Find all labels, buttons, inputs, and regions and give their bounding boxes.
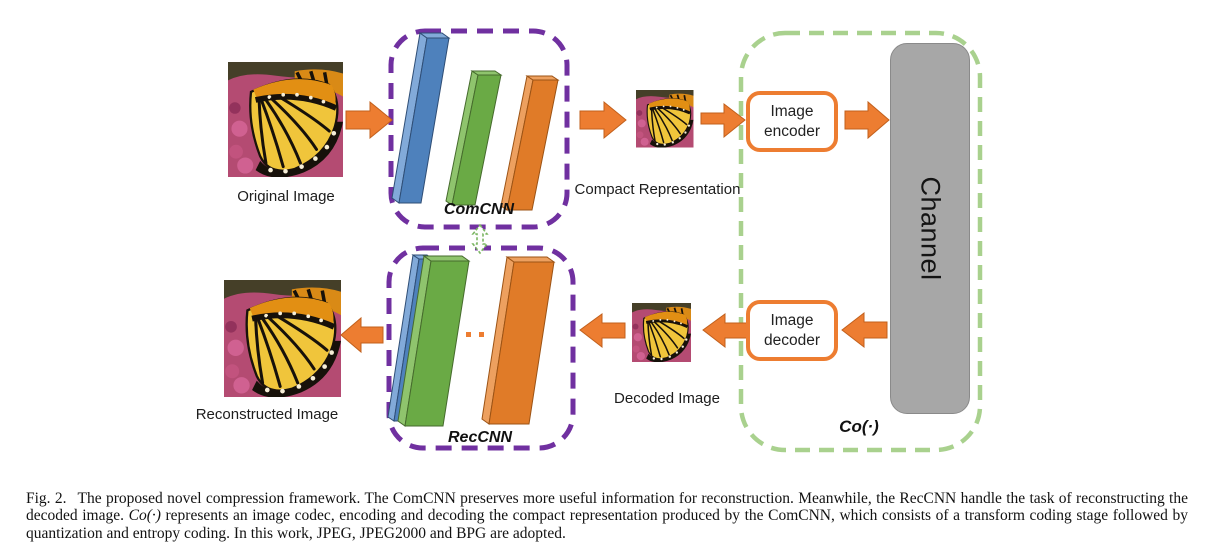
image-decoder-box: Image decoder	[746, 300, 838, 361]
channel-label: Channel	[915, 176, 946, 281]
image-encoder-box: Image encoder	[746, 91, 838, 152]
original-image-label: Original Image	[237, 188, 335, 205]
reconstructed-image-photo	[224, 280, 341, 398]
arrow-reccnn-to-reconstructed	[340, 316, 384, 354]
arrow-channel-to-decoder	[841, 311, 888, 349]
original-image-photo	[228, 62, 343, 178]
comcnn-layer-green	[445, 70, 503, 206]
arrow-compact-to-encoder	[700, 102, 746, 139]
compact-representation-photo	[636, 90, 694, 148]
decoded-image-label: Decoded Image	[614, 390, 720, 407]
figure-caption-number: Fig. 2.	[26, 489, 67, 507]
figure-caption-math-term: Co(·)	[128, 507, 161, 525]
comcnn-layer-blue	[391, 32, 451, 204]
comcnn-label: ComCNN	[443, 201, 515, 218]
figure-caption-text-before: The proposed novel compression framework…	[26, 489, 1188, 525]
decoded-image-photo	[632, 303, 692, 363]
diagram-shapes	[0, 28, 983, 453]
image-decoder-label: Image decoder	[763, 312, 820, 349]
figure-caption-text-after: represents an image codec, encoding and …	[26, 507, 1188, 543]
reccnn-layer-green	[397, 255, 471, 427]
reconstructed-image-label: Reconstructed Image	[195, 406, 339, 423]
reccnn-layer-orange	[481, 256, 556, 425]
arrow-comcnn-to-compact	[579, 100, 627, 140]
arrow-decoder-to-decoded	[702, 313, 749, 349]
comcnn-reccnn-link-arrow	[471, 223, 489, 255]
comcnn-layer-orange	[500, 75, 560, 211]
reccnn-ellipsis-dots	[466, 332, 484, 337]
figure-caption: Fig. 2.The proposed novel compression fr…	[26, 490, 1188, 543]
image-encoder-label: Image encoder	[763, 103, 820, 140]
arrow-decoded-to-reccnn	[579, 313, 626, 349]
arrow-encoder-to-channel	[844, 100, 890, 140]
codec-label: Co(·)	[839, 417, 879, 436]
arrow-original-to-comcnn	[345, 100, 393, 140]
reccnn-label: RecCNN	[447, 429, 512, 446]
channel-box: Channel	[890, 43, 970, 414]
codec-dashed-box	[738, 30, 983, 453]
compact-representation-label: Compact Representation	[574, 181, 741, 198]
